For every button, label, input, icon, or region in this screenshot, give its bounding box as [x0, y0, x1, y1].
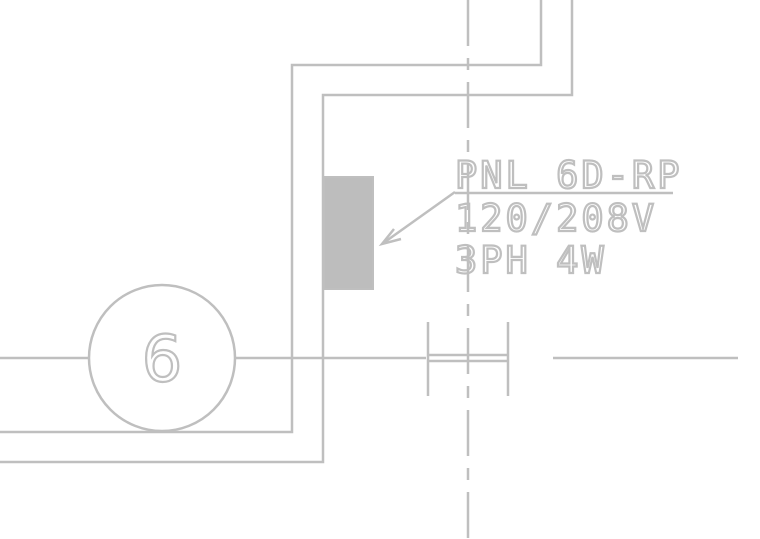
panel-voltage-text: 120/208V [455, 197, 657, 240]
leader-line [381, 190, 456, 246]
panel-phase-text: 3PH 4W [455, 239, 607, 282]
leader-arrowhead [378, 228, 402, 247]
panel-name-text: PNL 6D-RP [455, 154, 682, 197]
outer-wall-line [0, 0, 543, 434]
linework [0, 0, 738, 539]
electrical-panel [323, 176, 374, 290]
inner-wall-line [0, 0, 574, 464]
grid-bubble-label: 6 [142, 323, 183, 397]
